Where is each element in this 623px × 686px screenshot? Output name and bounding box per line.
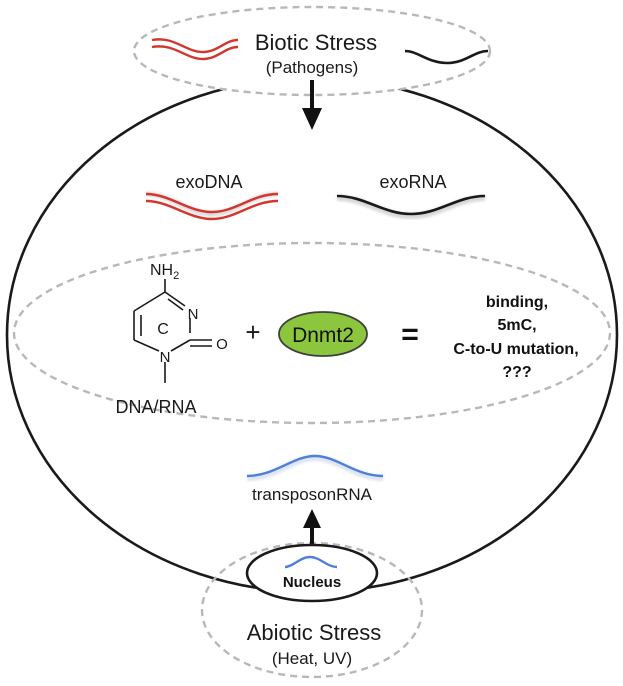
dna-rna-caption: DNA/RNA xyxy=(115,397,196,417)
equals-sign: = xyxy=(401,318,419,351)
transposon-rna-label: transposonRNA xyxy=(252,485,373,504)
export-arrow xyxy=(303,509,321,545)
outcome-c-to-u: C-to-U mutation, xyxy=(453,341,578,358)
abiotic-stress-title: Abiotic Stress xyxy=(247,620,382,645)
ring-c-label: C xyxy=(157,321,169,338)
exorna-label: exoRNA xyxy=(379,172,446,192)
pathogen-rna-icon xyxy=(404,49,489,65)
outcome-5mc: 5mC, xyxy=(497,317,536,334)
biotic-stress-region xyxy=(132,5,492,97)
biotic-stress-title: Biotic Stress xyxy=(255,30,377,55)
cytosine-structure xyxy=(133,279,212,383)
transposon-rna-icon xyxy=(246,454,384,481)
exorna-icon xyxy=(336,194,486,220)
outcome-binding: binding, xyxy=(486,294,548,311)
outcome-unknown: ??? xyxy=(502,364,531,381)
exodna-label: exoDNA xyxy=(175,172,242,192)
plus-sign: + xyxy=(245,317,260,347)
exodna-icon xyxy=(145,191,279,221)
interaction-region xyxy=(12,241,612,425)
pathogen-dna-icon xyxy=(151,38,239,61)
nh2-label: NH2 xyxy=(150,262,179,282)
abiotic-stress-subtitle: (Heat, UV) xyxy=(272,649,352,668)
entry-arrow xyxy=(302,80,322,130)
oxygen-label: O xyxy=(216,336,228,353)
nucleus-rna-icon xyxy=(284,555,338,569)
nucleus xyxy=(245,543,379,603)
dnmt2-enzyme xyxy=(278,311,368,357)
dnmt2-label: Dnmt2 xyxy=(292,324,354,347)
nucleus-label: Nucleus xyxy=(283,574,341,591)
n3-label: N xyxy=(188,306,199,323)
n1-label: N xyxy=(160,349,171,366)
biotic-stress-subtitle: (Pathogens) xyxy=(266,58,359,77)
